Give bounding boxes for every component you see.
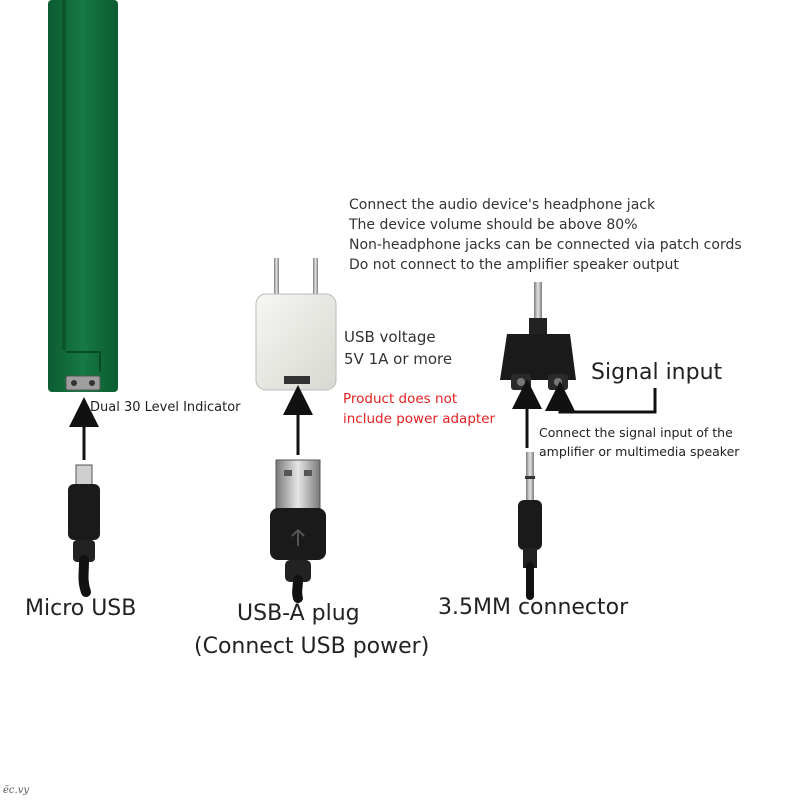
usb-voltage-line-1: USB voltage <box>344 328 436 346</box>
caption-usb-a: USB-A plug <box>237 601 360 626</box>
caption-usb-a-sub: (Connect USB power) <box>194 634 430 659</box>
connection-notes: Connect the audio device's headphone jac… <box>349 195 742 275</box>
arrow-signal-input <box>545 381 657 414</box>
note-line-4: Do not connect to the amplifier speaker … <box>349 257 679 273</box>
watermark: ẽc.vy <box>3 785 29 796</box>
signal-input-label: Signal input <box>591 360 723 385</box>
caption-micro-usb: Micro USB <box>25 596 137 621</box>
usb-voltage-line-2: 5V 1A or more <box>344 350 453 368</box>
signal-input-note: Connect the signal input of the amplifie… <box>539 423 739 461</box>
pcb-indicator-board <box>48 0 118 392</box>
power-adapter <box>255 258 337 391</box>
adapter-warning: Product does not include power adapter <box>343 389 495 429</box>
signal-note-line-2: amplifier or multimedia speaker <box>539 444 740 459</box>
note-line-1: Connect the audio device's headphone jac… <box>349 197 656 213</box>
y-splitter-adapter <box>500 282 576 390</box>
caption-audio-jack: 3.5MM connector <box>438 595 629 620</box>
audio-jack-cable <box>518 452 542 600</box>
micro-usb-cable <box>68 464 100 597</box>
usb-a-cable <box>270 459 326 603</box>
signal-note-line-1: Connect the signal input of the <box>539 425 733 440</box>
note-line-2: The device volume should be above 80% <box>349 217 638 233</box>
warning-line-1: Product does not <box>343 391 458 407</box>
warning-line-2: include power adapter <box>343 411 496 427</box>
usb-voltage-label: USB voltage 5V 1A or more <box>344 326 452 370</box>
note-line-3: Non-headphone jacks can be connected via… <box>349 237 742 253</box>
indicator-label: Dual 30 Level Indicator <box>90 400 241 415</box>
